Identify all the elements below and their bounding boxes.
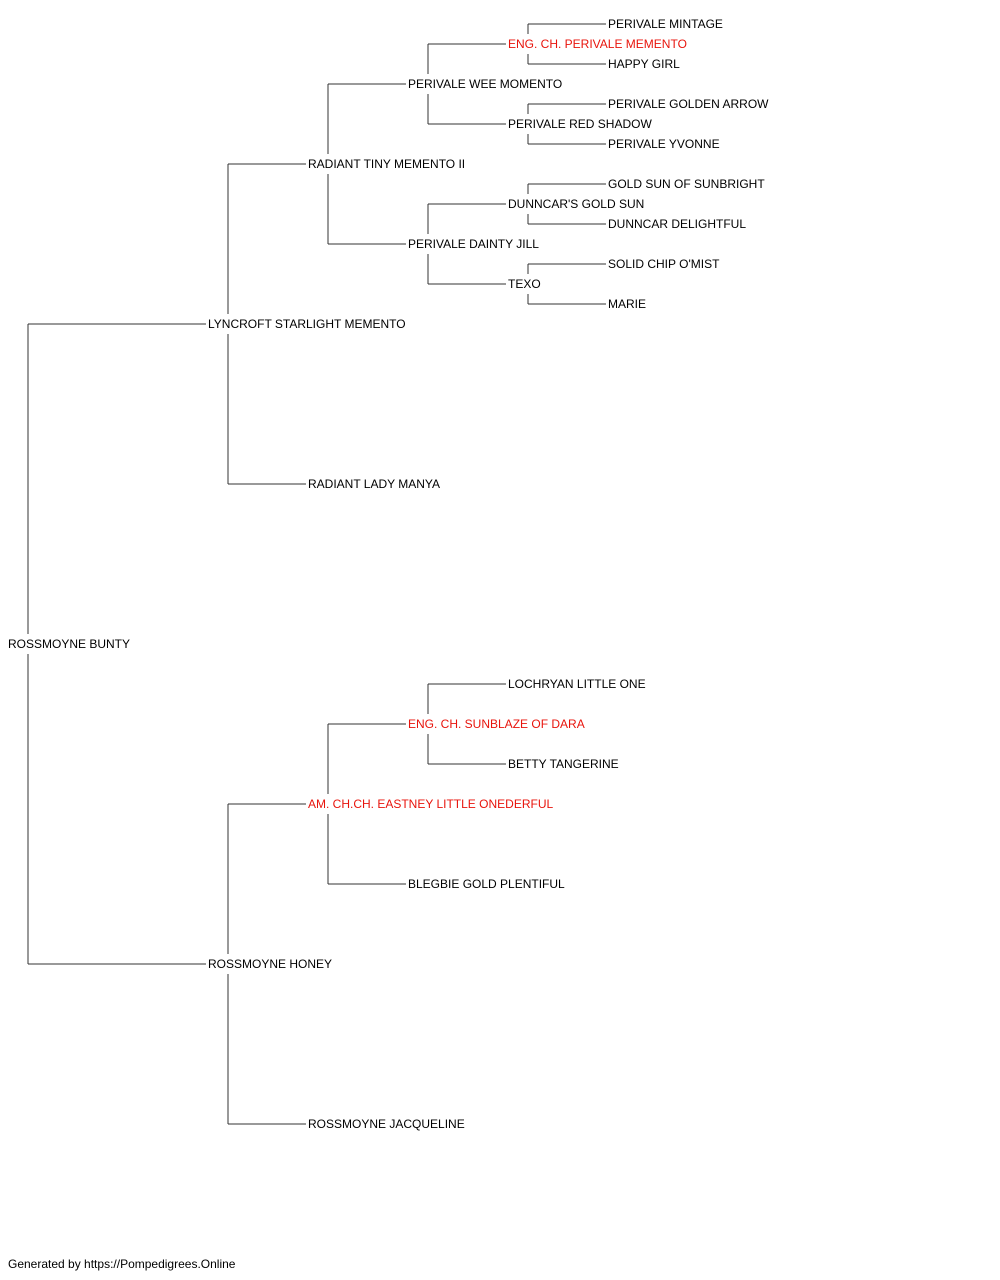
dog-rossmoyne-bunty[interactable]: ROSSMOYNE BUNTY bbox=[8, 637, 130, 651]
dog-eng-ch-perivale-memento[interactable]: ENG. CH. PERIVALE MEMENTO bbox=[508, 37, 687, 51]
dog-blegbie-gold-plentiful[interactable]: BLEGBIE GOLD PLENTIFUL bbox=[408, 877, 565, 891]
pedigree-tree: ROSSMOYNE BUNTY LYNCROFT STARLIGHT MEMENT… bbox=[8, 17, 769, 1131]
dog-marie[interactable]: MARIE bbox=[608, 297, 646, 311]
dog-radiant-tiny-memento-ii[interactable]: RADIANT TINY MEMENTO II bbox=[308, 157, 465, 171]
dog-lochryan-little-one[interactable]: LOCHRYAN LITTLE ONE bbox=[508, 677, 646, 691]
dog-solid-chip-o-mist[interactable]: SOLID CHIP O'MIST bbox=[608, 257, 720, 271]
dog-perivale-dainty-jill[interactable]: PERIVALE DAINTY JILL bbox=[408, 237, 539, 251]
dog-perivale-golden-arrow[interactable]: PERIVALE GOLDEN ARROW bbox=[608, 97, 769, 111]
dog-lyncroft-starlight-memento[interactable]: LYNCROFT STARLIGHT MEMENTO bbox=[208, 317, 406, 331]
dog-rossmoyne-jacqueline[interactable]: ROSSMOYNE JACQUELINE bbox=[308, 1117, 465, 1131]
dog-gold-sun-of-sunbright[interactable]: GOLD SUN OF SUNBRIGHT bbox=[608, 177, 765, 191]
dog-happy-girl[interactable]: HAPPY GIRL bbox=[608, 57, 680, 71]
dog-rossmoyne-honey[interactable]: ROSSMOYNE HONEY bbox=[208, 957, 332, 971]
dog-perivale-red-shadow[interactable]: PERIVALE RED SHADOW bbox=[508, 117, 652, 131]
dog-perivale-wee-momento[interactable]: PERIVALE WEE MOMENTO bbox=[408, 77, 562, 91]
dog-texo[interactable]: TEXO bbox=[508, 277, 541, 291]
dog-dunncar-delightful[interactable]: DUNNCAR DELIGHTFUL bbox=[608, 217, 746, 231]
dog-radiant-lady-manya[interactable]: RADIANT LADY MANYA bbox=[308, 477, 440, 491]
dog-perivale-yvonne[interactable]: PERIVALE YVONNE bbox=[608, 137, 720, 151]
dog-eng-ch-sunblaze-of-dara[interactable]: ENG. CH. SUNBLAZE OF DARA bbox=[408, 717, 585, 731]
dog-betty-tangerine[interactable]: BETTY TANGERINE bbox=[508, 757, 619, 771]
dog-perivale-mintage[interactable]: PERIVALE MINTAGE bbox=[608, 17, 723, 31]
footer-credit: Generated by https://Pompedigrees.Online bbox=[8, 1257, 236, 1271]
dog-dunncar-s-gold-sun[interactable]: DUNNCAR'S GOLD SUN bbox=[508, 197, 644, 211]
dog-am-ch-ch-eastney-little-onederful[interactable]: AM. CH.CH. EASTNEY LITTLE ONEDERFUL bbox=[308, 797, 553, 811]
